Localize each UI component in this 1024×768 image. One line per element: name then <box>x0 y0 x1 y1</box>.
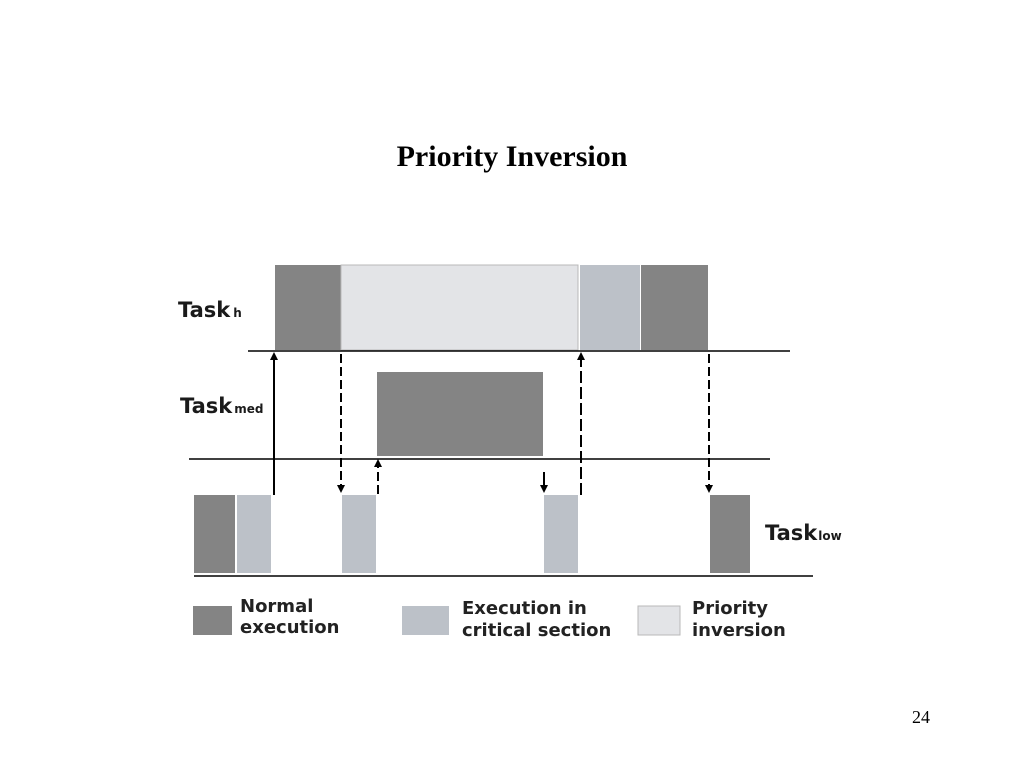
task-high-normal-block-1 <box>275 265 341 350</box>
task-low-normal-block-1 <box>194 495 235 573</box>
task-low-critical-block-1 <box>237 495 271 573</box>
legend-inversion-swatch <box>637 605 681 636</box>
task-low-normal-block-2 <box>710 495 750 573</box>
task-low-label: Tasklow <box>765 521 842 545</box>
task-low-critical-block-3 <box>544 495 578 573</box>
slide-title: Priority Inversion <box>396 140 628 173</box>
legend-critical-text: Execution in critical section <box>462 598 611 641</box>
task-med-normal-block <box>377 372 543 456</box>
legend-normal-text: Normal execution <box>240 596 339 638</box>
legend-normal-swatch <box>193 606 232 635</box>
legend-inversion-text: Priority inversion <box>692 598 786 641</box>
task-high-critical-block <box>580 265 640 350</box>
task-high-normal-block-2 <box>641 265 708 350</box>
task-high-inversion-block <box>340 264 579 351</box>
page-number: 24 <box>912 707 930 727</box>
legend-critical-swatch <box>402 606 449 635</box>
task-low-critical-block-2 <box>342 495 376 573</box>
